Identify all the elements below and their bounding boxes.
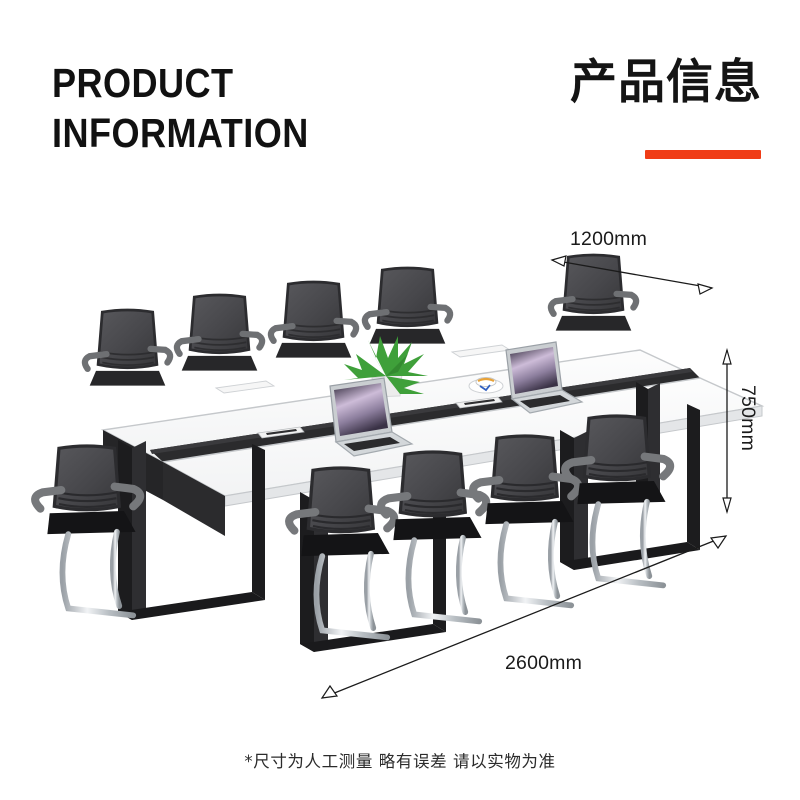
plant-decoration xyxy=(344,336,428,398)
product-illustration xyxy=(0,200,800,730)
laptop-right xyxy=(505,341,584,414)
dimension-label-width: 1200mm xyxy=(570,228,648,250)
coffee-cup xyxy=(468,377,504,394)
dimension-label-length: 2600mm xyxy=(505,652,583,674)
chair-back-2 xyxy=(173,293,266,372)
dimension-label-height: 750mm xyxy=(737,385,759,452)
page-title-chinese: 产品信息 xyxy=(570,55,762,110)
page-title-english: PRODUCT INFORMATION xyxy=(52,60,309,157)
dimension-arrow-width xyxy=(551,259,713,289)
chair-front-4 xyxy=(561,414,675,589)
chair-back-4 xyxy=(361,266,454,345)
notebook-pad xyxy=(214,380,276,394)
chair-front-2 xyxy=(377,450,491,625)
notebook-pad xyxy=(450,344,512,358)
dimension-arrow-length xyxy=(321,535,727,699)
conference-table-svg xyxy=(31,253,765,699)
chair-back-3 xyxy=(267,280,360,359)
chair-front-3 xyxy=(469,434,583,609)
chair-back-1 xyxy=(81,308,174,387)
chair-back-5 xyxy=(547,253,640,332)
measurement-disclaimer: *尺寸为人工测量 略有误差 请以实物为准 xyxy=(244,752,556,771)
laptop-left xyxy=(329,377,414,457)
chair-front-1 xyxy=(285,466,399,641)
accent-underline-bar xyxy=(645,150,761,159)
chair-front-left xyxy=(31,444,145,619)
